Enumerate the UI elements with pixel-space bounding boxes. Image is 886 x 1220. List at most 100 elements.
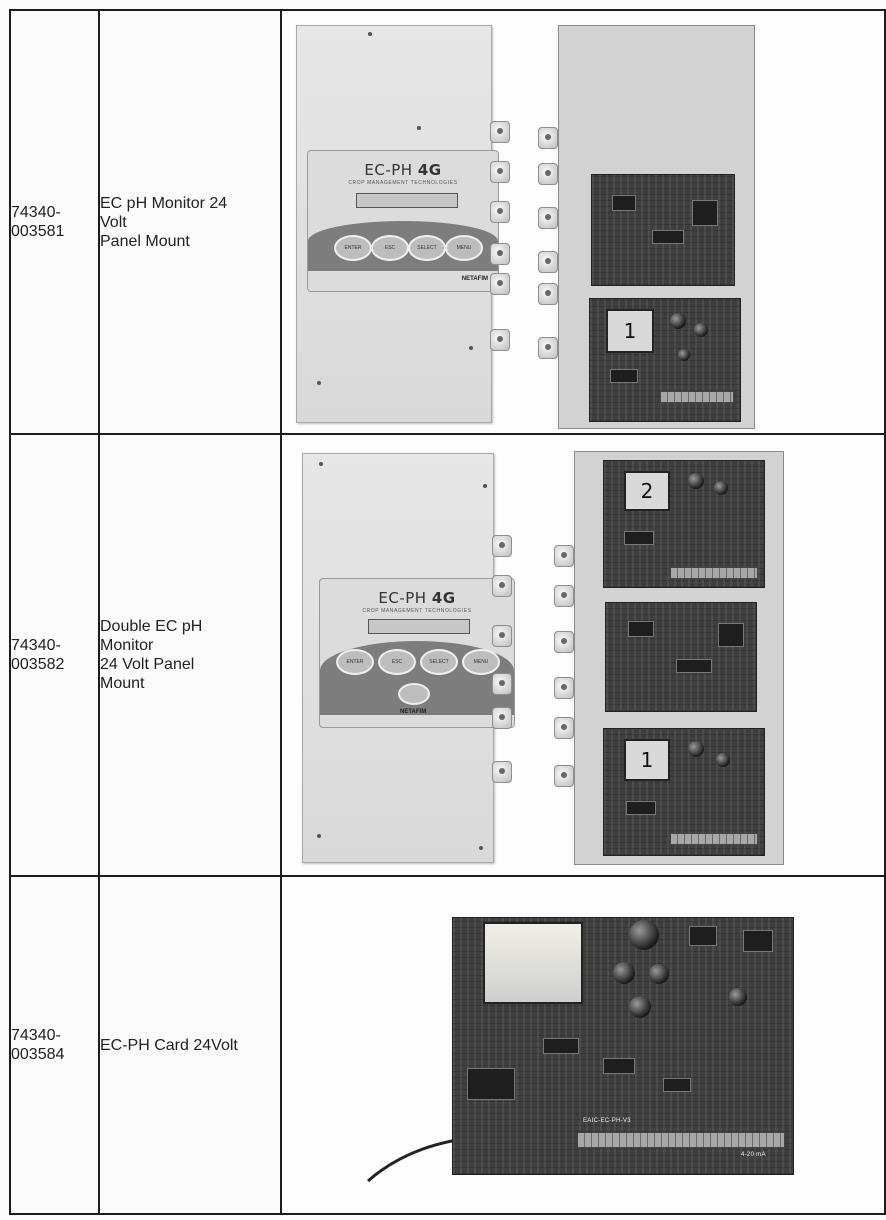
circuit-board: 2: [603, 460, 765, 588]
transformer: 1: [624, 739, 670, 781]
capacitor: [629, 920, 659, 950]
screw: [368, 32, 372, 36]
description-cell: EC pH Monitor 24 Volt Panel Mount: [98, 9, 282, 435]
cable-gland: [538, 283, 558, 305]
cable-gland: [492, 575, 512, 597]
part-number-line: 003582: [11, 656, 65, 673]
part-number-line: 74340-: [11, 1027, 61, 1044]
chip: [628, 621, 654, 637]
menu-button: MENU: [462, 649, 500, 675]
product-photo-cell: EC-PH 4G CROP MANAGEMENT TECHNOLOGIES EN…: [280, 433, 886, 877]
chip: [676, 659, 712, 673]
terminal-block: [577, 1132, 785, 1148]
esc-button: ESC: [371, 235, 409, 261]
chip: [467, 1068, 515, 1100]
enter-button: ENTER: [334, 235, 372, 261]
capacitor: [694, 323, 708, 337]
circuit-board: EAIC-EC-PH-V3 4-20 mA: [452, 917, 794, 1175]
terminal-block: [670, 833, 758, 845]
faceplate-title: EC-PH 4G: [378, 589, 456, 607]
transformer: [483, 922, 583, 1004]
chip: [718, 623, 744, 647]
capacitor: [670, 313, 686, 329]
description-cell: Double EC pH Monitor 24 Volt Panel Mount: [98, 433, 282, 877]
cable-gland: [490, 121, 510, 143]
chip: [743, 930, 773, 952]
description-line: Monitor: [100, 637, 154, 654]
cable-gland: [554, 765, 574, 787]
capacitor: [716, 753, 730, 767]
product-photo-cell: EAIC-EC-PH-V3 4-20 mA: [280, 875, 886, 1215]
table-row: 74340- 003581 EC pH Monitor 24 Volt Pane…: [9, 9, 886, 435]
circuit-board: [591, 174, 735, 286]
chip: [663, 1078, 691, 1092]
netafim-logo: NETAFIM: [400, 709, 427, 715]
cable-gland: [554, 631, 574, 653]
cable-gland: [490, 161, 510, 183]
circuit-board: [605, 602, 757, 712]
capacitor: [649, 964, 669, 984]
part-number-line: 003584: [11, 1046, 65, 1063]
faceplate: EC-PH 4G CROP MANAGEMENT TECHNOLOGIES EN…: [319, 578, 515, 728]
part-number-cell: 74340- 003581: [9, 9, 100, 435]
description-line: Panel Mount: [100, 232, 190, 250]
cable-gland: [538, 127, 558, 149]
part-number-line: 74340-: [11, 204, 61, 221]
enclosure-open: 2 1: [574, 451, 784, 865]
lcd-display: [368, 619, 470, 634]
chip: [652, 230, 684, 244]
lcd-display: [356, 193, 458, 208]
cable-gland: [538, 207, 558, 229]
description-line: 24 Volt Panel: [100, 656, 195, 673]
chip: [603, 1058, 635, 1074]
screw: [317, 834, 321, 838]
description-cell: EC-PH Card 24Volt: [98, 875, 282, 1215]
circuit-board: 1: [589, 298, 741, 422]
chip: [689, 926, 717, 946]
cable-gland: [492, 761, 512, 783]
transformer: 2: [624, 471, 670, 511]
screw: [319, 462, 323, 466]
cable-gland: [490, 273, 510, 295]
capacitor: [678, 349, 690, 361]
product-photo-cell: EC-PH 4G CROP MANAGEMENT TECHNOLOGIES EN…: [280, 9, 886, 435]
terminal-block: [660, 391, 734, 403]
menu-button: MENU: [445, 235, 483, 261]
transformer: 1: [606, 309, 654, 353]
cable-gland: [492, 625, 512, 647]
description-line: Volt: [100, 213, 127, 231]
cable-gland: [554, 585, 574, 607]
capacitor: [729, 988, 747, 1006]
circuit-board: 1: [603, 728, 765, 856]
cable-gland: [538, 163, 558, 185]
cable-gland: [492, 535, 512, 557]
faceplate: EC-PH 4G CROP MANAGEMENT TECHNOLOGIES EN…: [307, 150, 499, 292]
capacitor: [688, 741, 704, 757]
cable-gland: [554, 717, 574, 739]
part-number-line: 74340-: [11, 637, 61, 654]
parts-table: 74340- 003581 EC pH Monitor 24 Volt Pane…: [9, 9, 886, 1215]
chip: [626, 801, 656, 815]
faceplate-subtitle: CROP MANAGEMENT TECHNOLOGIES: [348, 180, 458, 186]
chip: [612, 195, 636, 211]
cable-gland: [538, 337, 558, 359]
enclosure-front: EC-PH 4G CROP MANAGEMENT TECHNOLOGIES EN…: [296, 25, 499, 423]
center-button: [398, 683, 430, 705]
description-line: Double EC pH: [100, 618, 203, 635]
cable-gland: [554, 677, 574, 699]
cable-gland: [490, 243, 510, 265]
capacitor: [688, 473, 704, 489]
description-line: EC pH Monitor 24: [100, 194, 228, 212]
screw: [479, 846, 483, 850]
description-line: Mount: [100, 675, 145, 692]
screw: [417, 126, 421, 130]
esc-button: ESC: [378, 649, 416, 675]
part-number-cell: 74340- 003584: [9, 875, 100, 1215]
board-marking: EAIC-EC-PH-V3: [583, 1118, 631, 1124]
cable-gland: [492, 707, 512, 729]
cable-gland: [492, 673, 512, 695]
faceplate-subtitle: CROP MANAGEMENT TECHNOLOGIES: [362, 608, 472, 614]
capacitor: [613, 962, 635, 984]
screw: [317, 381, 321, 385]
